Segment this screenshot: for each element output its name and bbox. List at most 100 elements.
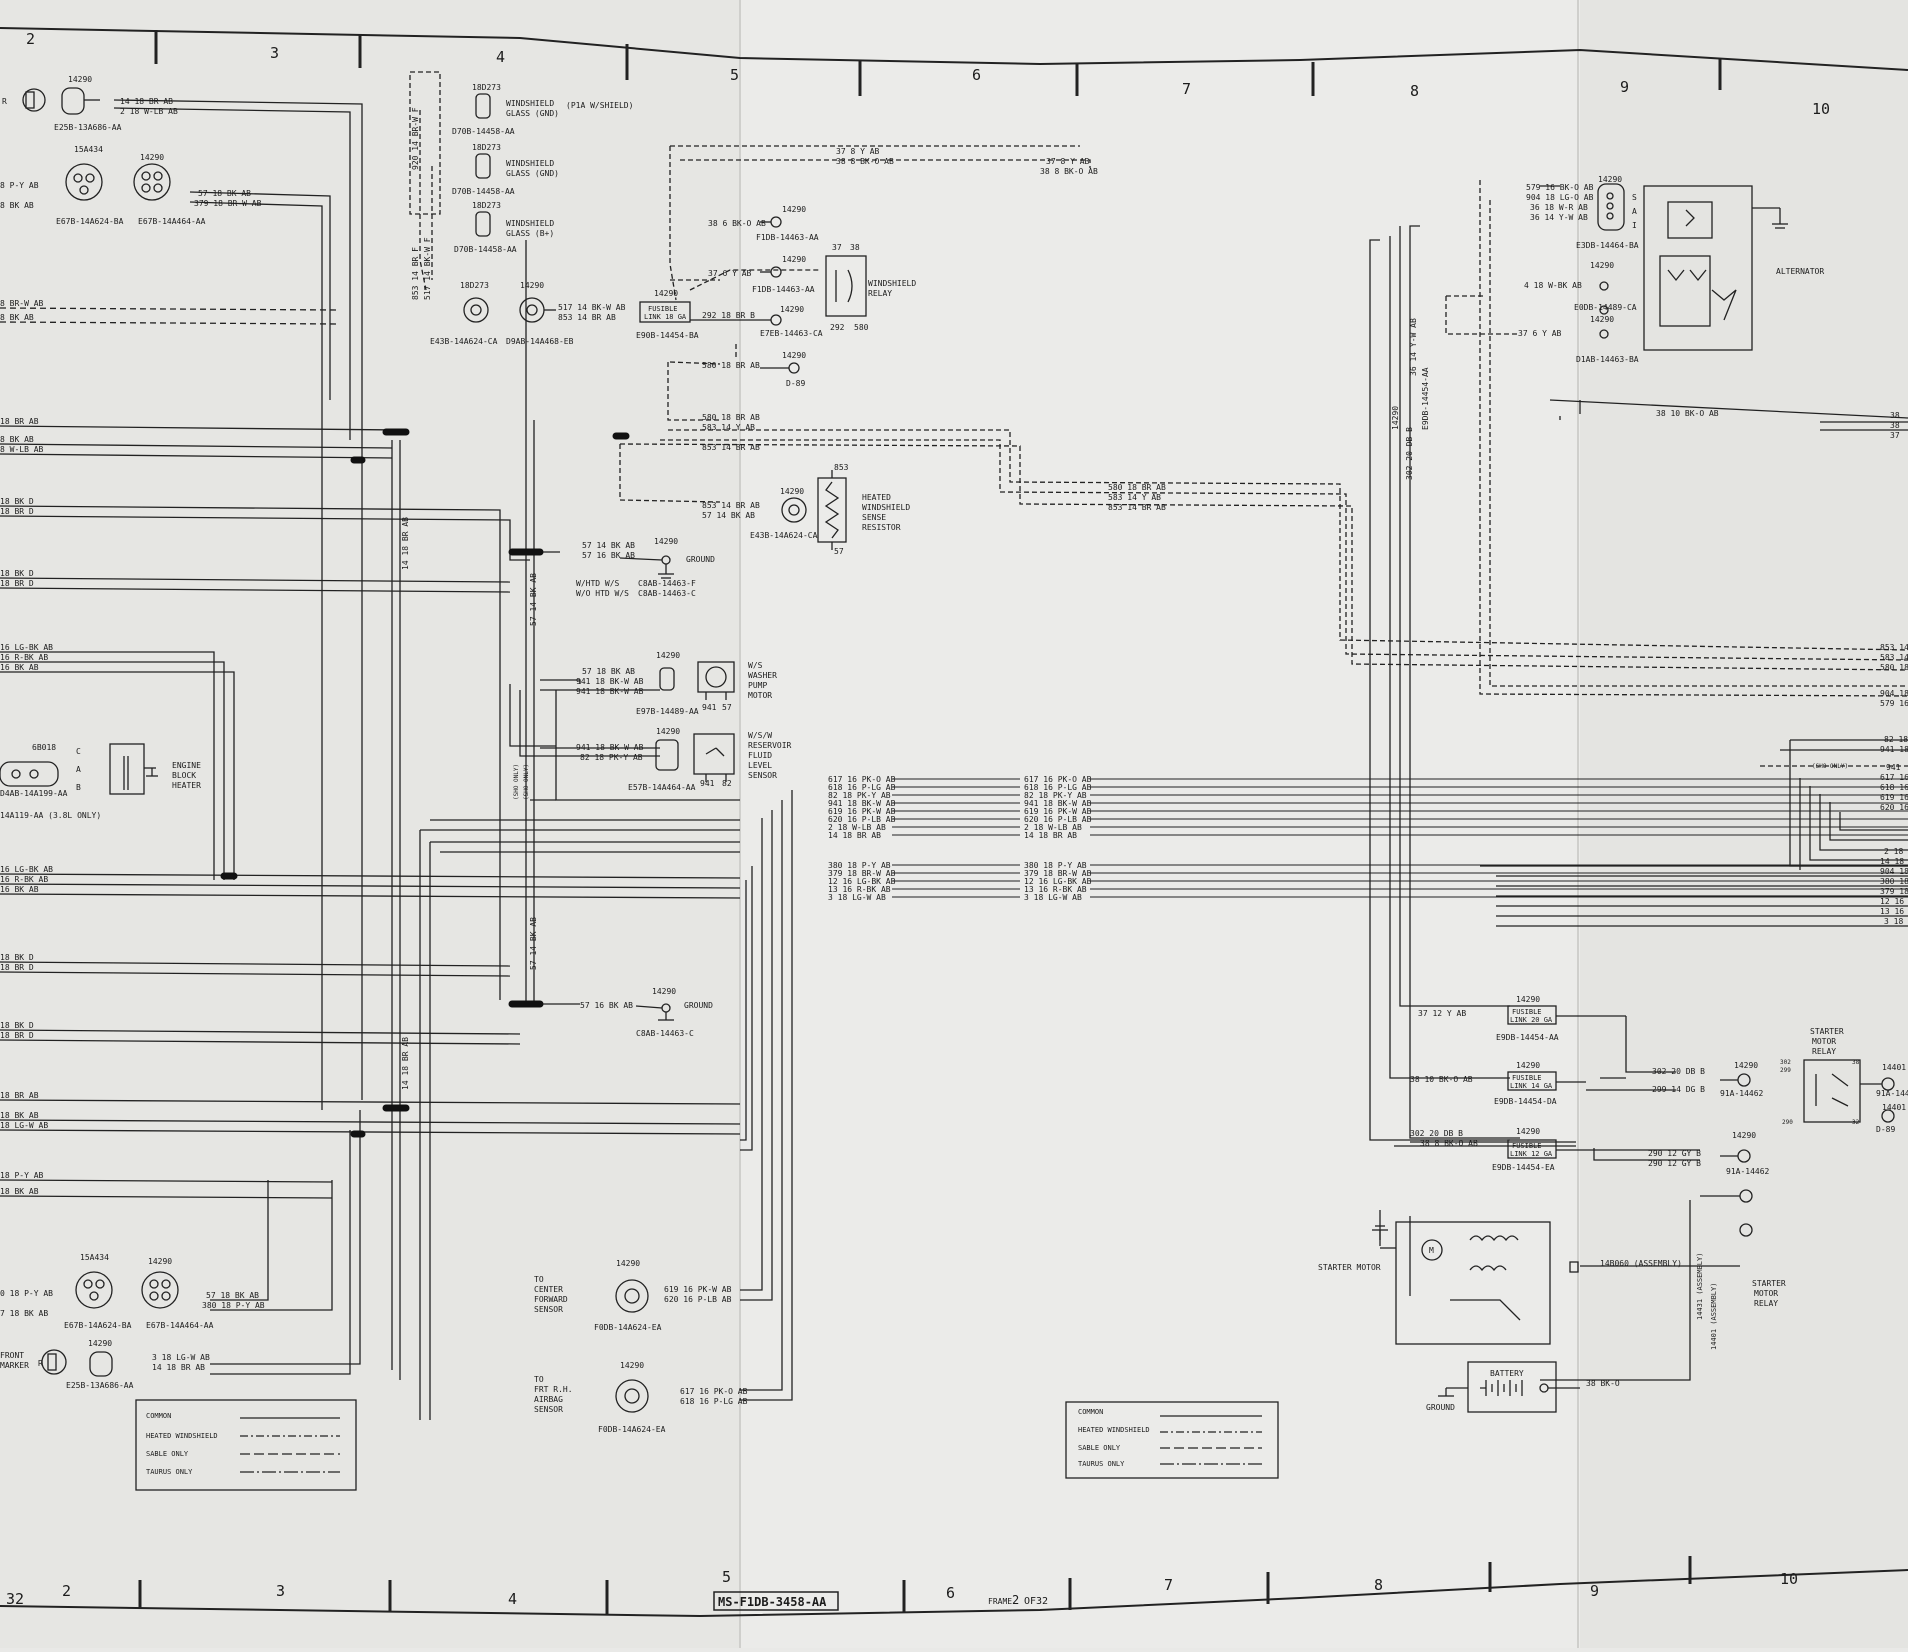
alt-w4: 36 14 Y-W AB xyxy=(1530,213,1588,222)
ws-conn-vert2: 853 14 BR F xyxy=(411,247,420,300)
washer-w1: 57 18 BK AB xyxy=(582,667,635,676)
sense-ref: 14290 xyxy=(780,487,804,496)
zone-bottom-2: 2 xyxy=(62,1582,71,1600)
mid-bus-a-6-1: 2 18 W-LB AB xyxy=(1024,823,1082,832)
sense-name2: WINDSHIELD xyxy=(862,503,910,512)
left-edge-wire-23-0: 18 BK AB xyxy=(0,1187,39,1196)
splice-bars xyxy=(220,428,630,1138)
srelay-r-ref: 14401 xyxy=(1882,1063,1906,1072)
ground-mid-ref: 14290 xyxy=(652,987,676,996)
left-edge-wire-13-0: 16 R-BK AB xyxy=(0,875,48,884)
ws-glass-2-name2: GLASS (GND) xyxy=(506,169,559,178)
right-vert-4: 14290 xyxy=(1391,406,1400,430)
zone-bottom-4: 4 xyxy=(508,1590,517,1608)
ground-top-part2: C8AB-14463-C xyxy=(638,589,696,598)
left-edge-wire-17-0: 18 BK D xyxy=(0,1021,34,1030)
mid-bus-b-1-1: 379 18 BR-W AB xyxy=(1024,869,1092,878)
srelay-name3: RELAY xyxy=(1812,1047,1836,1056)
zone-top-4: 4 xyxy=(496,48,505,66)
fus20-part: E9DB-14454-AA xyxy=(1496,1033,1559,1042)
left-edge-wire-5-0: 18 BK D xyxy=(0,497,34,506)
reservoir-name2: RESERVOIR xyxy=(748,741,792,750)
right-edge-7: 941 xyxy=(1886,763,1901,772)
ws-conn-ref2: 14290 xyxy=(520,281,544,290)
headlamp-top-w1: 57 18 BK AB xyxy=(198,189,251,198)
left-edge-wire-10-0: 16 R-BK AB xyxy=(0,653,48,662)
top-wire-3: 37 8 Y AB xyxy=(1046,157,1090,166)
center-sensor-part: F0DB-14A624-EA xyxy=(594,1323,662,1332)
reservoir-ref: 14290 xyxy=(656,727,680,736)
fus14-wire: 38 10 BK-O AB xyxy=(1410,1075,1473,1084)
center-sensor-name2: CENTER xyxy=(534,1285,563,1294)
fus12-ref: 14290 xyxy=(1516,1127,1540,1136)
mid-bus-b-2-0: 12 16 LG-BK AB xyxy=(828,877,896,886)
zone-bottom-8: 8 xyxy=(1374,1576,1383,1594)
washer-p1: 941 xyxy=(702,703,717,712)
rh-sensor-part: F0DB-14A624-EA xyxy=(598,1425,666,1434)
starter-relay-note-1: STARTER xyxy=(1752,1279,1786,1288)
frame-of: OF32 xyxy=(1024,1596,1048,1607)
reservoir-p2: 82 xyxy=(722,779,732,788)
side-marker-top-ref: 14290 xyxy=(68,75,92,84)
ws-glass-2-part: D70B-14458-AA xyxy=(452,187,515,196)
ground-top-w1: 57 14 BK AB xyxy=(582,541,635,550)
sense-part: E43B-14A624-CA xyxy=(750,531,818,540)
reservoir-name3: FLUID xyxy=(748,751,772,760)
starter-name: STARTER MOTOR xyxy=(1318,1263,1381,1272)
headlamp-top-left1: 8 P-Y AB xyxy=(0,181,39,190)
center-sensor-name3: FORWARD xyxy=(534,1295,568,1304)
legend-1-taurus: TAURUS ONLY xyxy=(146,1468,193,1476)
washer-name2: WASHER xyxy=(748,671,777,680)
mid-bus-a-5-1: 620 16 P-LB AB xyxy=(1024,815,1092,824)
ebh-ref: 6B018 xyxy=(32,743,56,752)
doc-number: MS-F1DB-3458-AA xyxy=(718,1595,827,1609)
ring-2-part: F1DB-14463-AA xyxy=(752,285,815,294)
sense-name1: HEATED xyxy=(862,493,891,502)
border-bottom xyxy=(0,1569,1908,1618)
rh-sensor-name1: TO xyxy=(534,1375,544,1384)
zone-bottom-5: 5 xyxy=(722,1568,731,1586)
ws-glass-1-part: D70B-14458-AA xyxy=(452,127,515,136)
reservoir-note2: (SHO ONLY) xyxy=(523,764,530,800)
right-edge-17: 12 16 xyxy=(1880,897,1904,906)
ws-glass-3-part: D70B-14458-AA xyxy=(454,245,517,254)
left-edge-wire-1-0: 8 BK AB xyxy=(0,313,34,322)
ring-1-part: F1DB-14463-AA xyxy=(756,233,819,242)
fusible-top-part: E90B-14454-BA xyxy=(636,331,699,340)
left-edge-wire-15-0: 18 BK D xyxy=(0,953,34,962)
wire-layer-right xyxy=(1369,185,1908,1381)
zone-bottom-7: 7 xyxy=(1164,1576,1173,1594)
mid-bus-a-7-0: 14 18 BR AB xyxy=(828,831,881,840)
left-edge-wire-4-0: 8 W-LB AB xyxy=(0,445,44,454)
headlamp-bot-w2: 380 18 P-Y AB xyxy=(202,1301,265,1310)
zone-top-5: 5 xyxy=(730,66,739,84)
vert-label-4: 14 18 BR AB xyxy=(401,1037,410,1090)
battery-wire: 38 BK-O xyxy=(1586,1379,1620,1388)
paper-fold-panel xyxy=(1580,0,1908,1648)
battery-ground: GROUND xyxy=(1426,1403,1455,1412)
mid-bus-a-3-0: 941 18 BK-W AB xyxy=(828,799,896,808)
ground-top-part1: C8AB-14463-F xyxy=(638,579,696,588)
alt-ref: 14290 xyxy=(1598,175,1622,184)
alt-ref2: 14290 xyxy=(1590,261,1614,270)
ws-relay-p1: 37 xyxy=(832,243,842,252)
ring-2-ref: 14290 xyxy=(782,255,806,264)
headlamp-top-ref1: 15A434 xyxy=(74,145,103,154)
ebh-part2: 14A119-AA (3.8L ONLY) xyxy=(0,811,101,820)
srelay-r-ref2: 14401 xyxy=(1882,1103,1906,1112)
headlamp-bot-w1: 57 18 BK AB xyxy=(206,1291,259,1300)
srelay-p2: 299 xyxy=(1780,1067,1791,1074)
ws-glass-3-name1: WINDSHIELD xyxy=(506,219,554,228)
sense-name4: RESISTOR xyxy=(862,523,901,532)
side-marker-bot-name1: FRONT xyxy=(0,1351,24,1360)
right-edge-19: 3 18 xyxy=(1884,917,1903,926)
mid-bus-a-4-1: 619 16 PK-W AB xyxy=(1024,807,1092,816)
alt-w2: 904 18 LG-O AB xyxy=(1526,193,1594,202)
ws-conn-part2: D9AB-14A468-EB xyxy=(506,337,574,346)
d89-top-part: D-89 xyxy=(786,379,805,388)
right-edge-3: 904 18 xyxy=(1880,689,1908,698)
ws-glass-3-name2: GLASS (B+) xyxy=(506,229,554,238)
right-edge-1: 583 14 xyxy=(1880,653,1908,662)
center-sensor-w2: 620 16 P-LB AB xyxy=(664,1295,732,1304)
